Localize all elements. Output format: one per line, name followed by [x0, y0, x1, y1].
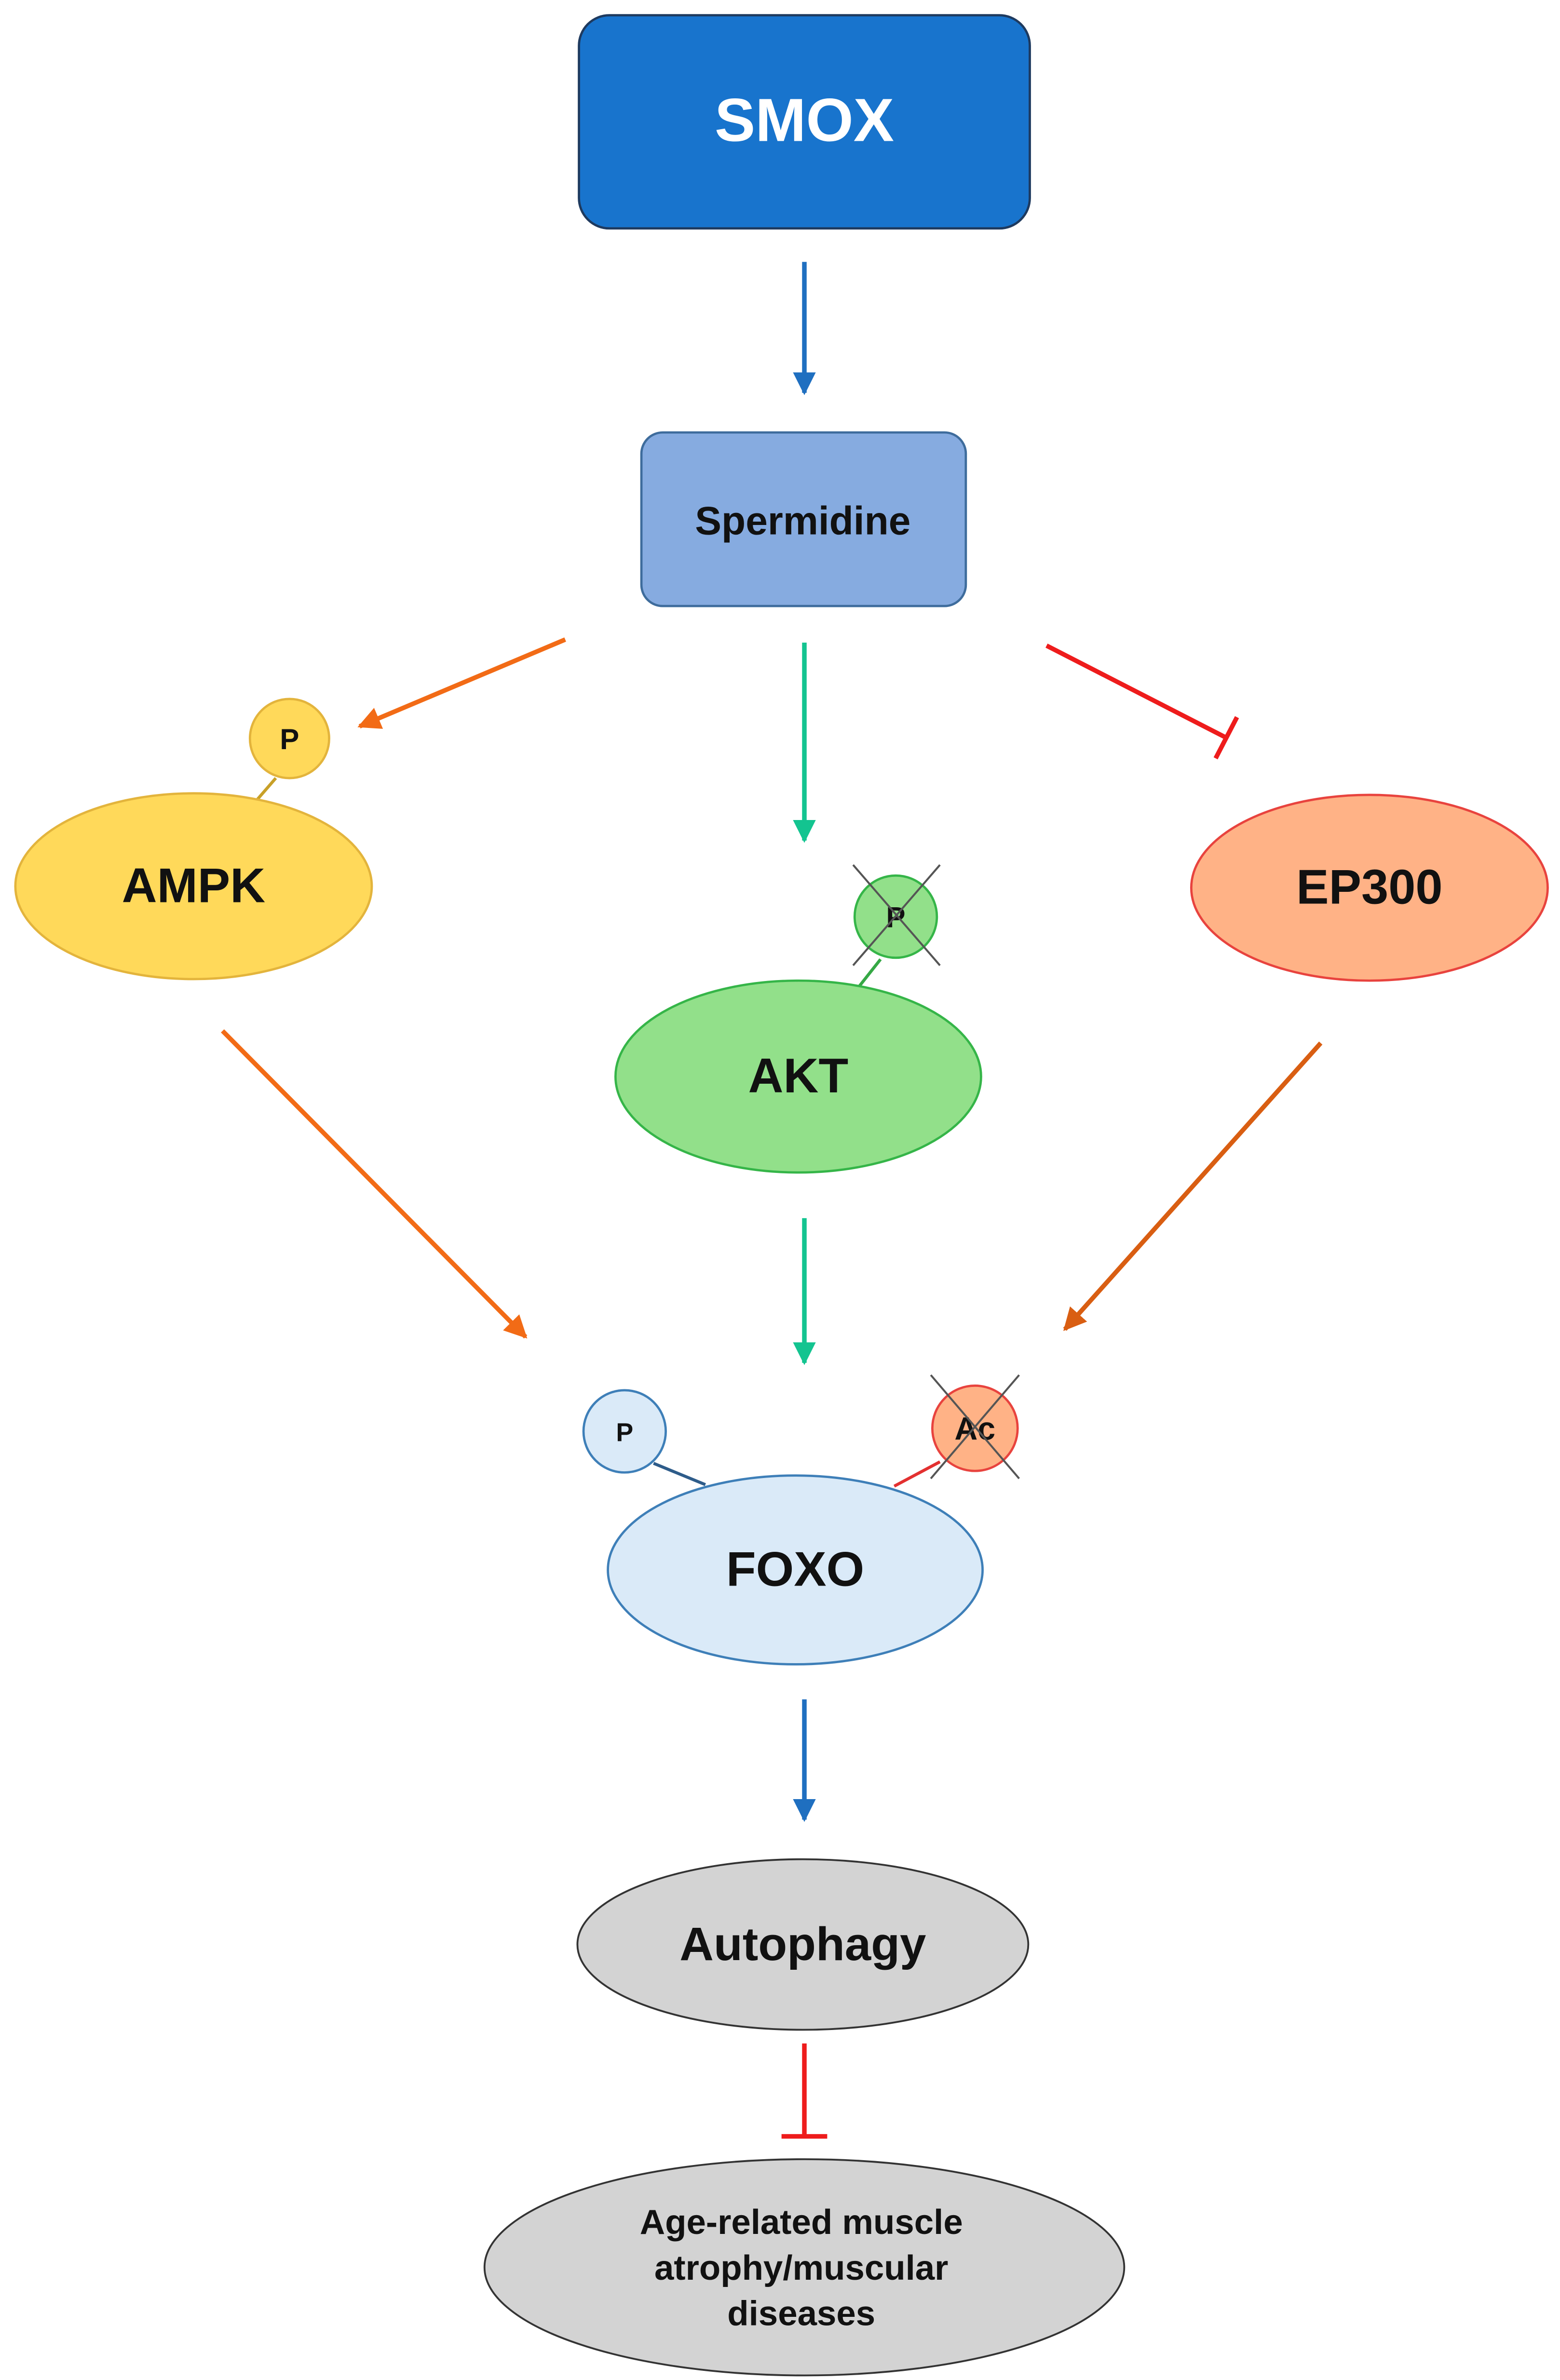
spermidine-label: Spermidine [695, 499, 910, 543]
autophagy-node: Autophagy [576, 1858, 1030, 2031]
akt-node: AKT [614, 958, 982, 1174]
ampk-phospho-label: P [280, 723, 299, 755]
ep300-label: EP300 [1296, 861, 1442, 914]
foxo-acetyl-badge-crossed: Ac [930, 1374, 1020, 1479]
foxo-label: FOXO [726, 1543, 864, 1597]
smox-node: SMOX [578, 14, 1031, 230]
foxo-node: FOXO [607, 1460, 984, 1666]
arrow-ampk-to-foxo [221, 1029, 528, 1339]
disease-label-line3: diseases [727, 2294, 875, 2333]
inhibit-spermidine-to-ep300 [1045, 644, 1239, 760]
arrow-ep300-to-foxo [1063, 1041, 1323, 1331]
foxo-acetyl-label: Ac [954, 1412, 995, 1447]
autophagy-label: Autophagy [679, 1917, 926, 1970]
ampk-phospho-badge: P [248, 698, 330, 780]
spermidine-node: Spermidine [640, 431, 967, 607]
disease-node: Age-related muscle atrophy/muscular dise… [483, 2158, 1126, 2377]
ampk-node: AMPK [14, 777, 373, 981]
arrow-spermidine-to-ampk [357, 637, 566, 729]
akt-phospho-badge-crossed: P [852, 864, 941, 966]
ampk-label: AMPK [122, 859, 266, 913]
smox-label: SMOX [715, 86, 894, 154]
inhibit-autophagy-to-disease [781, 2043, 827, 2139]
disease-label-line1: Age-related muscle [640, 2203, 963, 2242]
foxo-phospho-badge: P [582, 1389, 667, 1474]
disease-label-line2: atrophy/muscular [654, 2248, 948, 2287]
akt-label: AKT [748, 1049, 849, 1103]
foxo-phospho-label: P [616, 1418, 633, 1447]
ep300-node: EP300 [1190, 793, 1549, 982]
